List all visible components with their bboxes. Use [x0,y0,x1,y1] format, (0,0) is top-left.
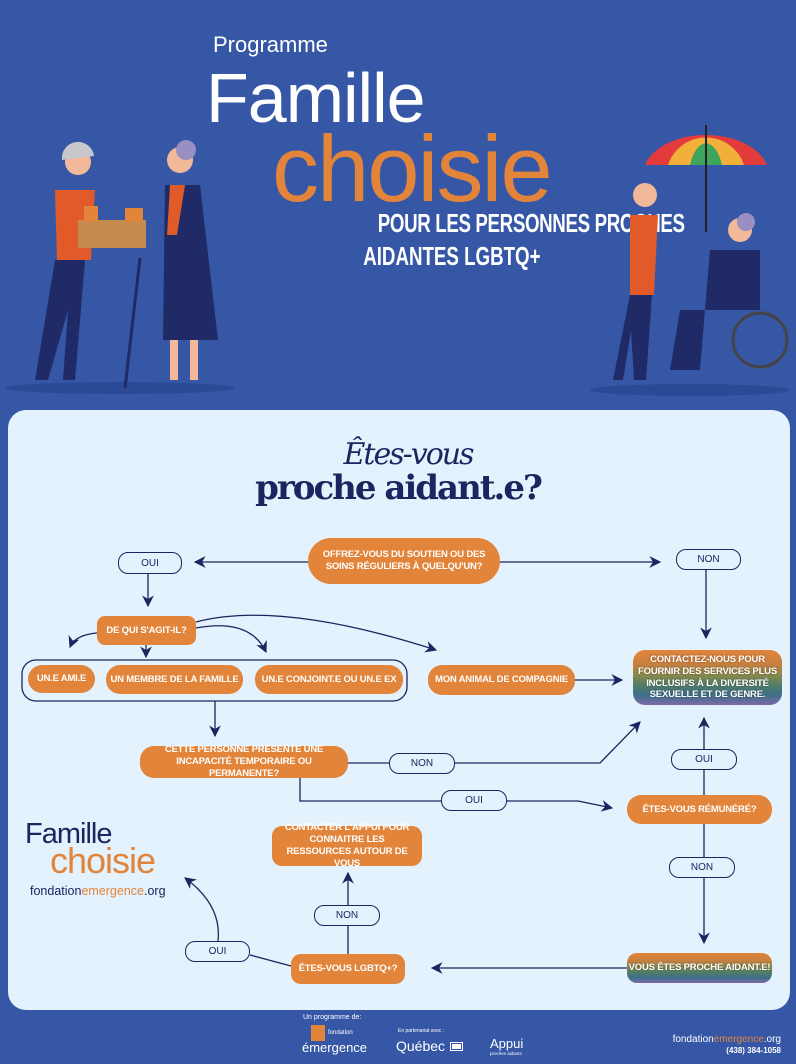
answer-non-lgbtq[interactable]: NON [314,905,380,926]
url-part: .org [763,1034,781,1045]
option-ami[interactable]: UN.E AMI.E [28,665,95,693]
url-part: emergence [81,884,144,898]
title-famille: Famille [206,59,426,137]
question-lgbtq: ÊTES-VOUS LGBTQ+? [291,954,405,984]
footer-url[interactable]: fondationemergence.org [673,1034,781,1045]
url-part: emergence [713,1034,764,1045]
result-contactez-nous: CONTACTEZ-NOUS POUR FOURNIR DES SERVICES… [633,650,782,705]
quiz-title-line1: Êtes-vous [343,437,475,472]
answer-non-incapacite[interactable]: NON [389,753,455,774]
footer-fondation: fondation [328,1030,353,1036]
logo-famille: Famille [25,818,112,850]
answer-oui-remunere[interactable]: OUI [671,749,737,770]
flowchart-panel [8,410,790,1010]
footer-partenariat: En partenariat avec : [398,1028,445,1034]
footer-programme-de: Un programme de: [303,1014,362,1021]
illustration-left [5,140,235,394]
footer-appui-sub: proches aidants [490,1051,522,1056]
answer-oui-lgbtq[interactable]: OUI [185,941,250,962]
result-contacter-appui: CONTACTER L'APPUI POUR CONNAITRE LES RES… [272,822,422,869]
url-part: fondation [30,884,82,898]
title-choisie: choisie [272,116,553,221]
question-remunere: ÊTES-VOUS RÉMUNÉRÉ? [627,795,772,824]
footer-appui: Appui [490,1036,524,1051]
question-de-qui: DE QUI S'AGIT-IL? [97,616,196,645]
url-part: .org [143,884,166,898]
url-part: fondation [672,1034,714,1045]
footer-phone: (438) 384-1058 [726,1046,781,1055]
result-proche-aidant: VOUS ÊTES PROCHE AIDANT.E! [627,953,772,983]
answer-oui-soutien[interactable]: OUI [118,552,182,574]
answer-non-remunere[interactable]: NON [669,857,735,878]
question-incapacite: CETTE PERSONNE PRÉSENTE UNE INCAPACITÉ T… [140,744,348,779]
logo-url[interactable]: fondationemergence.org [30,884,166,898]
footer-emergence: émergence [302,1040,368,1055]
logo-choisie: choisie [50,840,156,881]
subtitle-line2: AIDANTES LGBTQ+ [363,241,541,271]
logo-emergence-mark [311,1025,325,1041]
option-animal[interactable]: MON ANIMAL DE COMPAGNIE [428,665,575,695]
footer-quebec: Québec [396,1038,446,1054]
illustration-right [590,125,790,396]
quebec-flag-icon [449,1041,464,1052]
question-offrez-soutien: OFFREZ-VOUS DU SOUTIEN OU DES SOINS RÉGU… [308,538,500,584]
answer-oui-incapacite[interactable]: OUI [441,790,507,811]
option-conjoint[interactable]: UN.E CONJOINT.E OU UN.E EX [255,665,403,694]
option-famille[interactable]: UN MEMBRE DE LA FAMILLE [106,665,243,694]
programme-label: Programme [213,32,328,57]
answer-non-soutien[interactable]: NON [676,549,741,570]
quiz-title-line2: proche aidant.e? [255,468,543,508]
